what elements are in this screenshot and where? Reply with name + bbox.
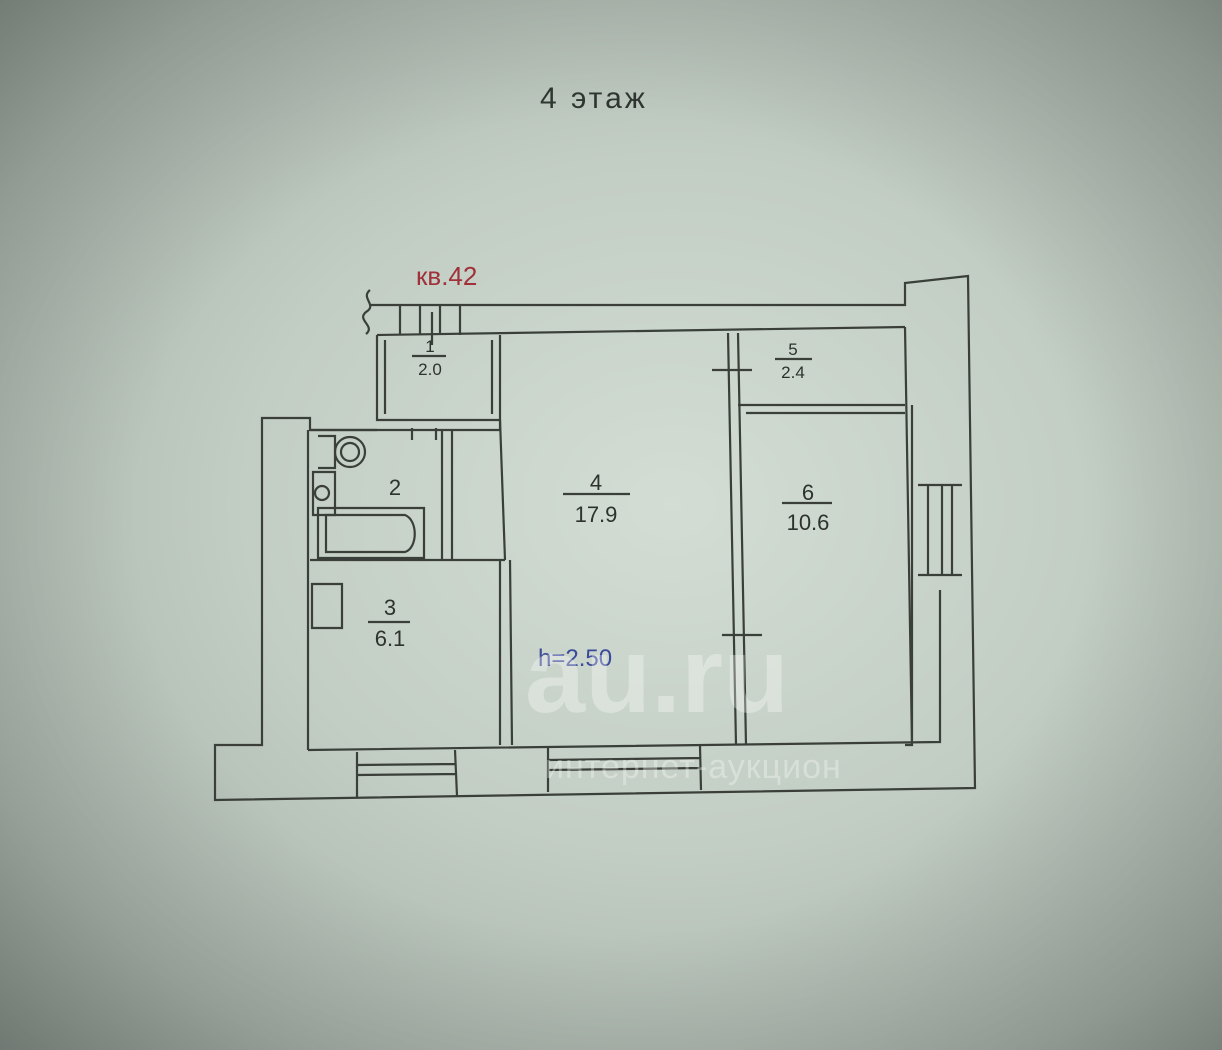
room-4-number: 4: [590, 470, 602, 495]
bathtub-fixture: [316, 506, 426, 560]
left-break-line: [362, 289, 372, 335]
watermark-brand: au.ru: [525, 614, 789, 735]
room-4-area: 17.9: [575, 502, 618, 527]
room1-walls: [375, 335, 502, 422]
bottom-wall-inner: [307, 590, 942, 752]
wall-3-4: [498, 559, 514, 746]
wall-5-6: [738, 403, 905, 415]
room-5-number: 5: [788, 340, 797, 359]
top-wall-inner: [376, 325, 906, 337]
top-window: [398, 305, 462, 335]
stove-fixture: [310, 582, 344, 630]
room-6-area: 10.6: [787, 510, 830, 535]
outer-wall-outline: [213, 274, 977, 802]
room-1-area: 2.0: [418, 360, 442, 379]
right-wall-inner: [903, 326, 914, 747]
room-3-area: 6.1: [375, 626, 406, 651]
room-2-number: 2: [389, 475, 401, 500]
room-1-number: 1: [425, 337, 434, 356]
floor-title: 4 этаж: [540, 82, 648, 115]
bottom-window-left: [355, 749, 459, 798]
ceiling-height-label: h=2.50: [538, 645, 612, 672]
watermark-tagline: интернет-аукцион: [545, 748, 842, 786]
room-6-number: 6: [802, 480, 814, 505]
toilet-fixture: [333, 435, 367, 469]
bottom-window-right: [546, 745, 703, 792]
right-window: [918, 483, 962, 577]
apartment-label: кв.42: [416, 261, 477, 291]
wall-4-6: [726, 332, 748, 746]
room-5-area: 2.4: [781, 363, 805, 382]
room-3-number: 3: [384, 595, 396, 620]
